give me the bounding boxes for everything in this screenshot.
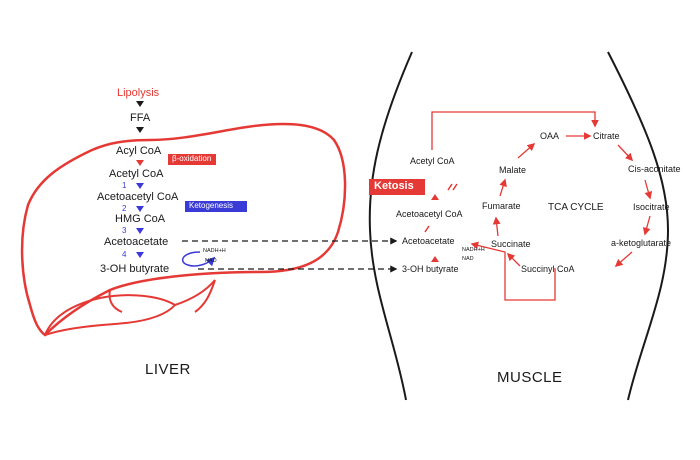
tca-isocitrate-label: Isocitrate: [633, 202, 670, 212]
succinyl-feedback-line: [470, 241, 556, 301]
tca-citrate-label: Citrate: [593, 131, 620, 141]
liver-nad-loop: [181, 251, 216, 267]
tca-arrow-succinyl-succinate: [506, 252, 521, 267]
muscle-acetoacetate-label: Acetoacetate: [402, 236, 455, 246]
liver-acyl-coa-label: Acyl CoA: [116, 145, 162, 157]
liver-lobe-line-3: [174, 279, 216, 306]
ffa-label: FFA: [130, 112, 151, 124]
liver-acetyl-coa-label: Acetyl CoA: [109, 168, 164, 180]
tca-succinate-label: Succinate: [491, 239, 531, 249]
liver-hmg-coa-label: HMG CoA: [115, 213, 166, 225]
tca-arrow-citrate-cis: [617, 144, 634, 162]
muscle-section-label: MUSCLE: [497, 369, 563, 386]
muscle-hydroxybutyrate-label: 3-OH butyrate: [402, 264, 459, 274]
muscle-left-curve: [368, 51, 413, 401]
arrowhead-acetoacetyl-up: [431, 194, 439, 200]
tca-arrow-cis-isocitrate: [644, 179, 653, 200]
arrowhead-step-1: [136, 183, 144, 189]
liver-hydroxybutyrate-label: 3-OH butyrate: [100, 263, 170, 275]
tca-ketoglutarate-label: a-ketoglutarate: [611, 238, 672, 248]
liver-acetoacetate-label: Acetoacetate: [104, 236, 169, 248]
tca-arrow-keto-succinyl: [614, 251, 633, 268]
tca-malate-label: Malate: [499, 165, 527, 175]
liver-nad-label: NAD: [205, 258, 217, 264]
tca-arrow-fumarate-malate: [499, 178, 507, 197]
step-3-label: 3: [122, 226, 127, 235]
liver-acetoacetyl-coa-label: Acetoacetyl CoA: [97, 191, 179, 203]
tca-arrow-isocitrate-keto: [642, 215, 651, 236]
tca-arrow-malate-oaa: [517, 142, 536, 159]
muscle-acetoacetyl-coa-label: Acetoacetyl CoA: [396, 209, 463, 219]
tca-succinyl-coa-label: Succinyl CoA: [521, 264, 575, 274]
arrowhead-acyl-acetyl: [136, 160, 144, 166]
tca-oaa-label: OAA: [540, 131, 560, 141]
muscle-nad-label: NAD: [462, 256, 474, 262]
liver-lobe-line-2: [108, 289, 123, 313]
arrowhead-lipolysis-ffa: [136, 101, 144, 107]
muscle-nadh-label: NADH+H: [462, 247, 485, 253]
tca-arrow-succinate-fumarate: [492, 216, 501, 237]
muscle-right-curve: [607, 51, 670, 401]
arrowhead-ffa-acyl: [136, 127, 144, 133]
liver-nadh-label: NADH+H: [203, 248, 226, 254]
arrowhead-acetoacetate-up: [431, 256, 439, 262]
step-1-label: 1: [122, 181, 127, 190]
ketosis-tag: Ketosis: [369, 179, 425, 195]
step-4-label: 4: [122, 250, 127, 259]
liver-lobe-line-4: [194, 279, 216, 313]
arrowhead-step-4: [136, 252, 144, 258]
liver-section-label: LIVER: [145, 361, 191, 378]
arrowhead-step-3: [136, 228, 144, 234]
acetyl-to-citrate-line: [431, 111, 599, 150]
lipolysis-label: Lipolysis: [117, 87, 160, 99]
arrowhead-step-2: [136, 206, 144, 212]
step-2-label: 2: [122, 204, 127, 213]
beta-oxidation-tag: β-oxidation: [168, 154, 216, 165]
tca-cis-aconitate-label: Cis-aconitate: [628, 164, 681, 174]
tca-title: TCA CYCLE: [548, 202, 604, 213]
liver-outline: [20, 122, 347, 337]
ketogenesis-tag: Ketogenesis: [185, 201, 247, 212]
tca-fumarate-label: Fumarate: [482, 201, 521, 211]
ketosis-slash-2: [452, 183, 458, 191]
muscle-acetyl-coa-label: Acetyl CoA: [410, 156, 455, 166]
ketosis-slash-1: [447, 183, 453, 191]
acetoacetate-slash: [424, 225, 430, 233]
